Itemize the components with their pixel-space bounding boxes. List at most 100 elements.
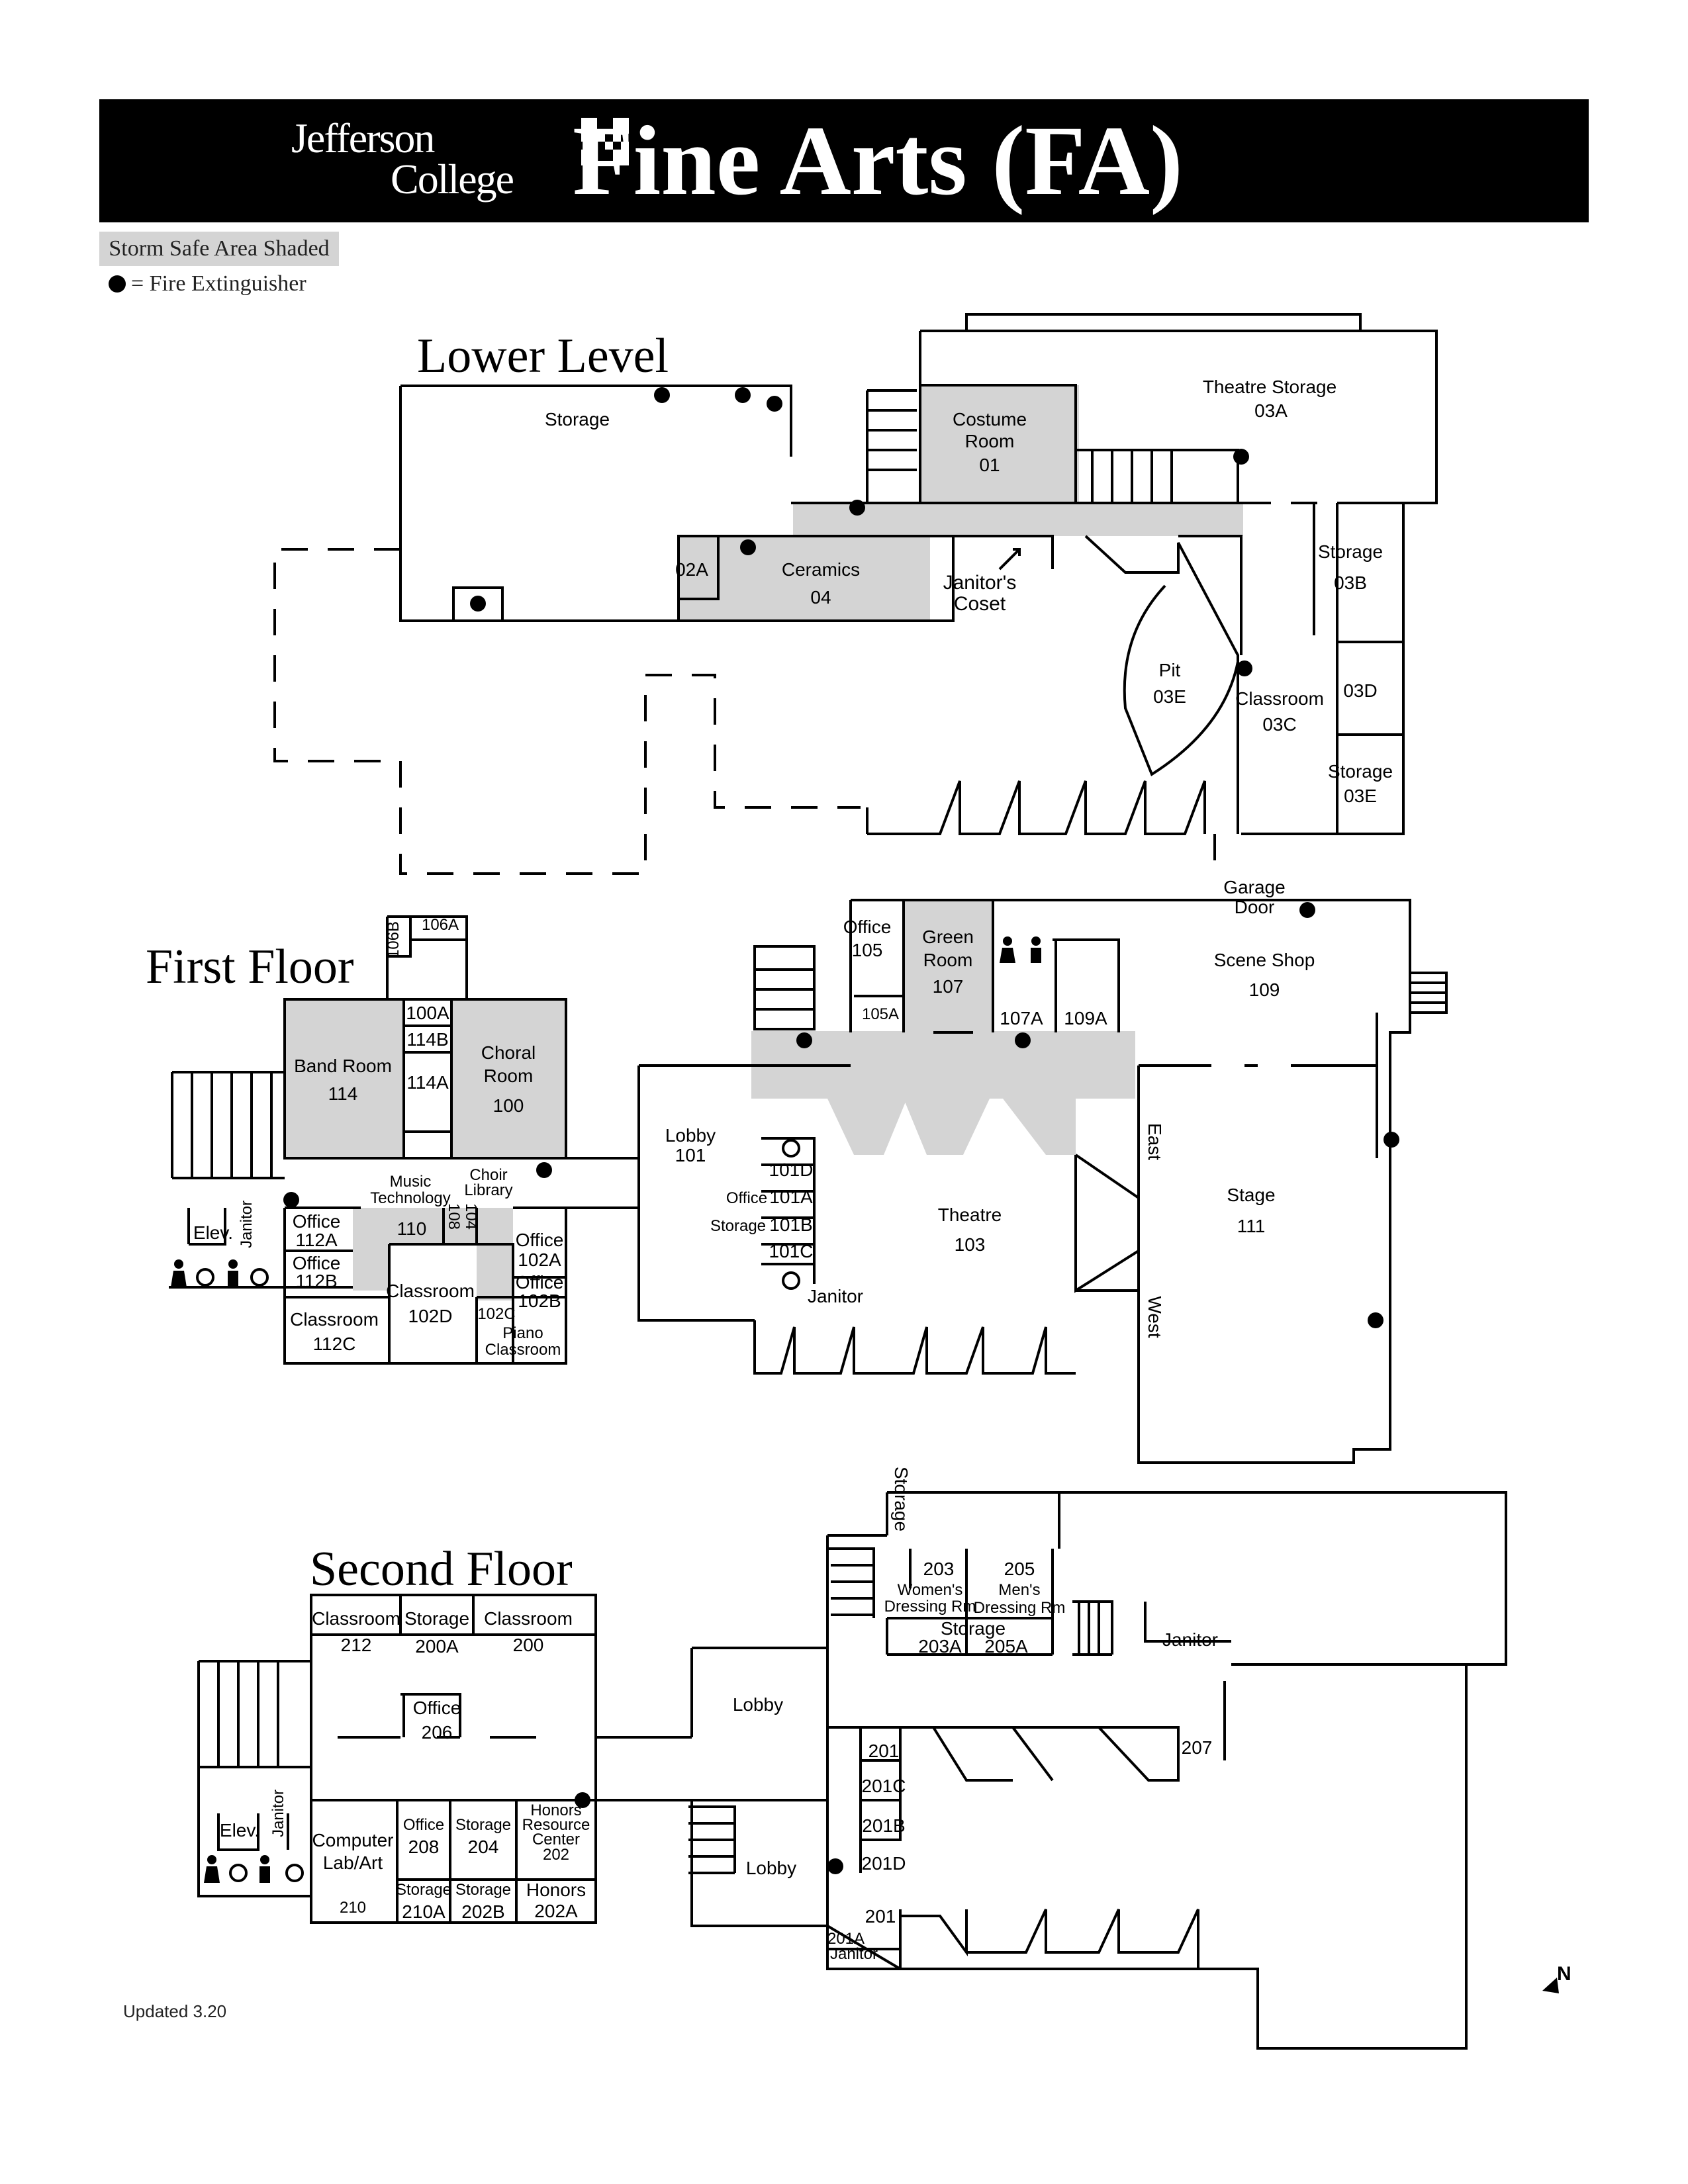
storage-101b-label: Storage (710, 1217, 766, 1235)
band-room-number: 114 (328, 1083, 358, 1104)
garage-door-label-2: Door (1235, 897, 1275, 917)
classroom-212-number: 212 (341, 1635, 372, 1655)
janitor-east-wall (1144, 1602, 1466, 1666)
choral-room-label-2: Room (484, 1066, 534, 1086)
office-112b-label: Office (293, 1253, 341, 1273)
garage-door-label: Garage (1223, 877, 1285, 897)
honors-center-number: 202 (543, 1846, 569, 1864)
office-112a-label: Office (293, 1211, 341, 1232)
room-108-label: 108 (445, 1203, 463, 1230)
storage-wall (400, 385, 792, 457)
green-room-number: 107 (933, 976, 964, 997)
first-floor-plan: First Floor (146, 877, 1448, 1464)
room-100a-label: 100A (406, 1003, 449, 1023)
storage-box (452, 586, 504, 622)
room-105a-label: 105A (862, 1005, 899, 1023)
room-201d-label: 201D (862, 1853, 906, 1874)
fire-extinguisher-icon (1233, 449, 1249, 465)
fire-extinguisher-icon (1237, 660, 1252, 676)
room-205a-label: 205A (984, 1636, 1028, 1657)
theatre-storage-number: 03A (1254, 400, 1288, 421)
choral-room-shade (451, 999, 566, 1158)
honors-center-label-3: Center (532, 1831, 580, 1848)
classroom-200-label: Classroom (484, 1608, 573, 1629)
lower-level-plan: Lower Level Stor (273, 313, 1438, 875)
pit-number: 03E (1153, 686, 1186, 707)
theatre-number: 103 (955, 1234, 986, 1255)
office-105-number: 105 (852, 940, 883, 960)
janitor-arrow-icon (998, 548, 1021, 570)
second-south-rooms (311, 1799, 596, 1923)
corridor-shade-west (353, 1208, 389, 1291)
lower-seating-steps (867, 780, 1206, 835)
room-114b-label: 114B (406, 1029, 448, 1050)
office-112a-number: 112A (295, 1230, 338, 1250)
storage-03b-number: 03B (1334, 572, 1367, 593)
second-lobby-stairs (688, 1805, 736, 1874)
theatre-vom-shade (827, 1099, 1076, 1155)
storage-202b-label: Storage (455, 1881, 511, 1899)
room-203a-label: 203A (918, 1636, 962, 1657)
room-110-label: 110 (397, 1218, 427, 1239)
classroom-03c-number: 03C (1262, 714, 1296, 735)
first-floor-title: First Floor (146, 940, 354, 994)
header-bar: Jefferson College Fine Arts (FA) (99, 99, 1589, 222)
mens-dressing-label-2: Dressing Rm (974, 1599, 1066, 1617)
theatre-storage-wall (919, 313, 1438, 504)
room-102c-label: 102C (477, 1305, 515, 1323)
room-201c-label: 201C (862, 1776, 906, 1796)
corridor-shade (793, 502, 1243, 536)
classroom-112c-number: 112C (313, 1334, 356, 1354)
room-201-lower-label: 201 (865, 1906, 896, 1927)
office-101a-number: 101A (769, 1187, 813, 1207)
office-208-label: Office (403, 1816, 444, 1834)
music-tech-label: Music (390, 1173, 432, 1191)
honors-center-label: Honors (530, 1801, 581, 1819)
lobby-side-rooms (761, 1137, 816, 1284)
classroom-112c-label: Classroom (290, 1309, 379, 1330)
lobby-101-number: 101 (675, 1145, 706, 1165)
storage-wall-2 (399, 386, 679, 622)
piano-classroom-label-2: Classroom (485, 1341, 561, 1359)
stage-west-label: West (1145, 1296, 1165, 1338)
costume-room-number: 01 (979, 455, 1000, 475)
elevator-label: Elev. (193, 1222, 233, 1243)
room-114a-label: 114A (406, 1072, 449, 1093)
computer-lab-label: Computer (312, 1830, 394, 1850)
costume-room-label-2: Room (965, 431, 1015, 451)
west-rooms-walls (283, 1208, 567, 1365)
storage-203-label: Storage (941, 1618, 1006, 1639)
storage-210a-number: 210A (402, 1901, 445, 1922)
pit-side-wall (1178, 535, 1243, 655)
second-west-stairs (197, 1660, 311, 1768)
accessible-icon (196, 1139, 800, 1290)
choral-room-number: 100 (493, 1095, 524, 1116)
fire-extinguisher-icon (1383, 1132, 1399, 1148)
music-tech-label-2: Technology (370, 1189, 450, 1207)
classroom-03c-label: Classroom (1235, 688, 1324, 709)
storage-200a-number: 200A (415, 1636, 459, 1657)
elevator-walls (187, 1208, 226, 1246)
ceramics-wall (677, 535, 955, 622)
logo-line2: College (391, 156, 514, 203)
ceramics-number: 04 (810, 587, 831, 608)
fire-extinguisher-legend: = Fire Extinguisher (109, 271, 306, 296)
fire-extinguisher-icon (283, 1192, 299, 1208)
second-lobby-walls (690, 1647, 829, 1927)
band-room-shade (285, 999, 404, 1158)
room-201-label: 201 (868, 1741, 900, 1761)
pit-angled-wall (1084, 535, 1239, 834)
elevator-2-label: Elev. (220, 1820, 259, 1841)
storage-03e-number: 03E (1344, 786, 1377, 806)
north-label: N (1557, 1963, 1571, 1985)
room-201a-walls (826, 1925, 902, 1970)
choral-room-label: Choral (481, 1042, 536, 1063)
room-106b-label: 106B (385, 921, 402, 958)
fire-extinguisher-icon (470, 596, 486, 612)
fire-extinguisher-icon (1299, 902, 1315, 918)
office-102a-label: Office (516, 1230, 564, 1250)
lobby-upper-label: Lobby (733, 1694, 783, 1715)
janitor-east-label: Janitor (1162, 1629, 1218, 1650)
classroom-212-label: Classroom (312, 1608, 400, 1629)
fire-extinguisher-icon (1015, 1032, 1031, 1048)
